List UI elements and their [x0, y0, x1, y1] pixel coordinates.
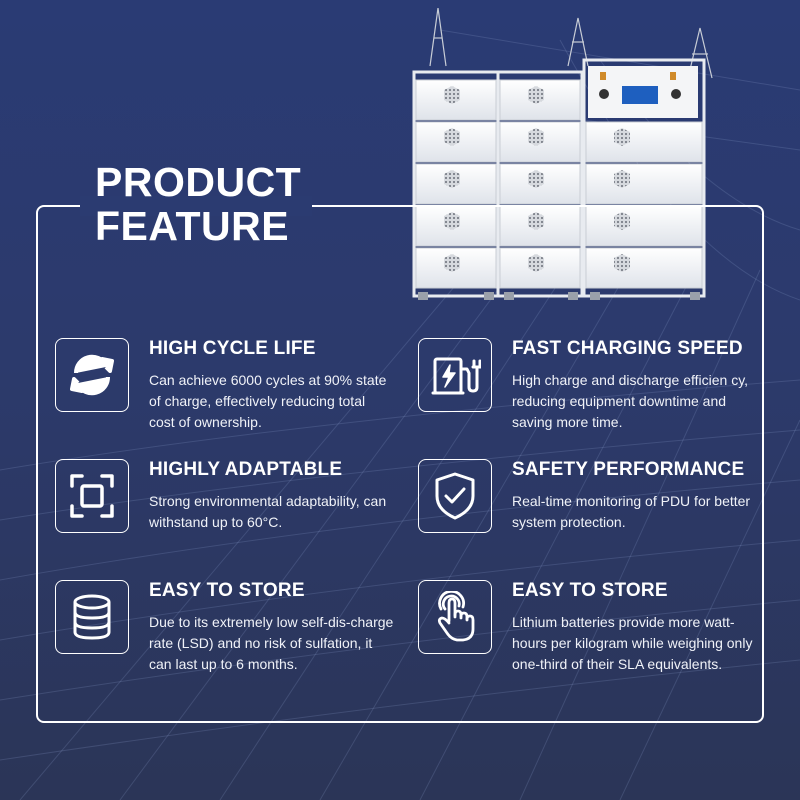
feature-safety-performance: SAFETY PERFORMANCE Real-time monitoring … — [418, 459, 750, 559]
focus-frame-icon — [55, 459, 129, 533]
feature-title: HIGH CYCLE LIFE — [149, 338, 316, 359]
feature-description: Lithium batteries provide more watt-hour… — [512, 614, 753, 672]
feature-easy-to-store-2: EASY TO STORE Lithium batteries provide … — [418, 580, 752, 680]
charging-station-icon — [418, 338, 492, 412]
shield-check-icon — [418, 459, 492, 533]
feature-title: SAFETY PERFORMANCE — [512, 459, 745, 480]
feature-description: Strong environmental adaptability, can w… — [149, 493, 387, 530]
feature-panel-frame — [36, 205, 764, 723]
feature-description: High charge and discharge efficien cy, r… — [512, 372, 749, 430]
feature-title: FAST CHARGING SPEED — [512, 338, 743, 359]
touch-hand-icon — [418, 580, 492, 654]
feature-title: HIGHLY ADAPTABLE — [149, 459, 343, 480]
feature-highly-adaptable: HIGHLY ADAPTABLE Strong environmental ad… — [55, 459, 386, 559]
feature-description: Due to its extremely low self-dis-charge… — [149, 614, 394, 672]
feature-description: Can achieve 6000 cycles at 90% state of … — [149, 372, 387, 430]
feature-high-cycle-life: HIGH CYCLE LIFE Can achieve 6000 cycles … — [55, 338, 386, 438]
feature-title: EASY TO STORE — [512, 580, 668, 601]
title-mask — [80, 196, 312, 216]
refresh-cycle-icon — [55, 338, 129, 412]
page-title: PRODUCT FEATURE — [95, 160, 335, 248]
battery-rack-image — [412, 8, 713, 300]
feature-easy-to-store-1: EASY TO STORE Due to its extremely low s… — [55, 580, 393, 680]
title-line-1: PRODUCT — [95, 159, 302, 205]
feature-fast-charging-speed: FAST CHARGING SPEED High charge and disc… — [418, 338, 748, 438]
title-line-2: FEATURE — [95, 203, 290, 249]
database-icon — [55, 580, 129, 654]
feature-title: EASY TO STORE — [149, 580, 305, 601]
feature-description: Real-time monitoring of PDU for better s… — [512, 493, 751, 530]
